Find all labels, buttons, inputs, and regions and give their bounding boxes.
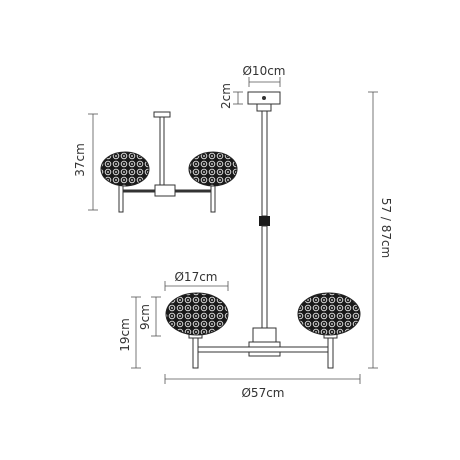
shade-height-label: 9cm [138,304,152,330]
shade-diameter-label: Ø17cm [174,270,217,284]
small-right-shade [188,151,238,187]
horizontal-arm [195,346,333,353]
small-canopy [153,111,171,118]
overall-width-label: Ø57cm [241,386,284,400]
small-rod [159,116,165,188]
small-view: 37cm [73,111,238,213]
right-upright [327,335,334,369]
center-hub [252,327,277,343]
left-shade [165,292,229,336]
canopy-neck [256,103,272,112]
canopy-diameter-label: Ø10cm [242,64,285,78]
rod-coupler [259,216,270,226]
shade-drop-label: 19cm [118,318,132,352]
canopy-screw-icon [262,96,266,100]
total-height-label: 57 / 87cm [379,198,393,259]
upper-rod [261,110,268,217]
small-hub [154,184,176,197]
lower-rod [261,225,268,329]
large-view [165,91,361,369]
right-shade [297,292,361,336]
left-upright [192,335,199,369]
canopy-height-label: 2cm [219,83,233,109]
small-left-shade [100,151,150,187]
small-height-label: 37cm [73,143,87,177]
